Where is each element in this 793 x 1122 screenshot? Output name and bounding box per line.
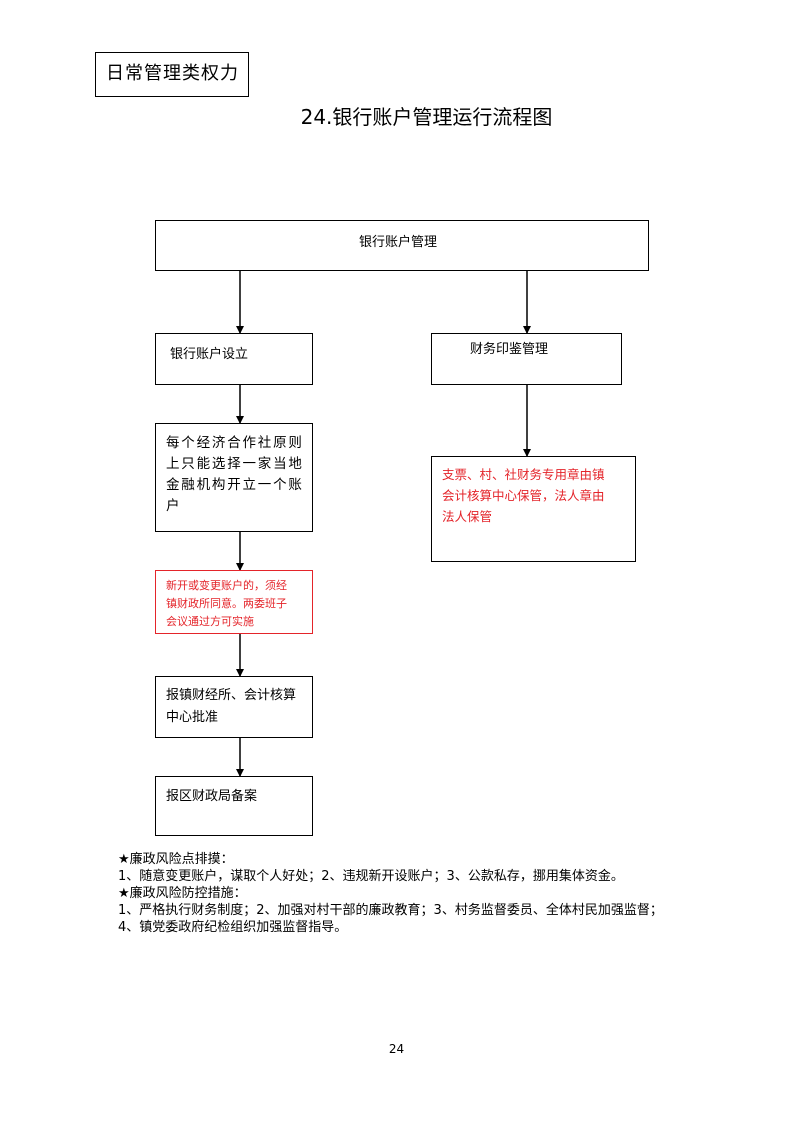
node-one-account-rule-text: 每个经济合作社原则 上只能选择一家当地 金融机构开立一个账 户 bbox=[166, 433, 304, 517]
node-one-account-rule: 每个经济合作社原则 上只能选择一家当地 金融机构开立一个账 户 bbox=[155, 423, 313, 532]
node-change-approval: 新开或变更账户的，须经 镇财政所同意。两委班子 会议通过方可实施 bbox=[155, 570, 313, 634]
risk-section: ★廉政风险点排摸： 1、随意变更账户，谋取个人好处；2、违规新开设账户；3、公款… bbox=[118, 851, 678, 936]
report-approval-line-1: 报镇财经所、会计核算 bbox=[166, 688, 297, 703]
node-change-approval-text: 新开或变更账户的，须经 镇财政所同意。两委班子 会议通过方可实施 bbox=[166, 577, 287, 631]
change-approval-line-1: 新开或变更账户的，须经 bbox=[166, 579, 287, 592]
seal-custody-line-1: 支票、村、社财务专用章由镇 bbox=[442, 467, 605, 482]
risk-points-heading: ★廉政风险点排摸： bbox=[118, 852, 234, 867]
risk-measures-heading: ★廉政风险防控措施： bbox=[118, 886, 247, 901]
report-approval-line-2: 中心批准 bbox=[166, 710, 219, 725]
node-bank-account-management-text: 银行账户管理 bbox=[358, 235, 437, 250]
node-filing-text: 报区财政局备案 bbox=[166, 789, 258, 804]
node-seal-management-text: 财务印鉴管理 bbox=[470, 342, 549, 357]
category-label: 日常管理类权力 bbox=[95, 52, 249, 97]
node-seal-management: 财务印鉴管理 bbox=[431, 333, 622, 385]
node-seal-custody: 支票、村、社财务专用章由镇 会计核算中心保管，法人章由 法人保管 bbox=[431, 456, 636, 562]
seal-custody-line-2: 会计核算中心保管，法人章由 bbox=[442, 488, 605, 503]
node-filing: 报区财政局备案 bbox=[155, 776, 313, 836]
seal-custody-line-3: 法人保管 bbox=[442, 509, 493, 524]
one-account-rule-line-2: 上只能选择一家当地 bbox=[166, 456, 304, 472]
category-label-text: 日常管理类权力 bbox=[106, 63, 239, 84]
change-approval-line-2: 镇财政所同意。两委班子 bbox=[166, 597, 287, 610]
page-number: 24 bbox=[388, 1042, 405, 1056]
one-account-rule-line-1: 每个经济合作社原则 bbox=[166, 435, 304, 451]
node-account-setup: 银行账户设立 bbox=[155, 333, 313, 385]
node-account-setup-text: 银行账户设立 bbox=[170, 347, 249, 362]
node-bank-account-management: 银行账户管理 bbox=[155, 220, 649, 271]
risk-measures-text: 1、严格执行财务制度；2、加强对村干部的廉政教育；3、村务监督委员、全体村民加强… bbox=[118, 903, 663, 935]
one-account-rule-line-4: 户 bbox=[166, 498, 182, 514]
change-approval-line-3: 会议通过方可实施 bbox=[166, 615, 254, 628]
risk-points-text: 1、随意变更账户，谋取个人好处；2、违规新开设账户；3、公款私存，挪用集体资金。 bbox=[118, 869, 624, 884]
node-report-approval-text: 报镇财经所、会计核算 中心批准 bbox=[166, 685, 296, 729]
node-seal-custody-text: 支票、村、社财务专用章由镇 会计核算中心保管，法人章由 法人保管 bbox=[442, 464, 605, 527]
node-report-approval: 报镇财经所、会计核算 中心批准 bbox=[155, 676, 313, 738]
page-title: 24.银行账户管理运行流程图 bbox=[0, 103, 793, 131]
page-title-text: 24.银行账户管理运行流程图 bbox=[300, 105, 553, 129]
one-account-rule-line-3: 金融机构开立一个账 bbox=[166, 477, 304, 493]
